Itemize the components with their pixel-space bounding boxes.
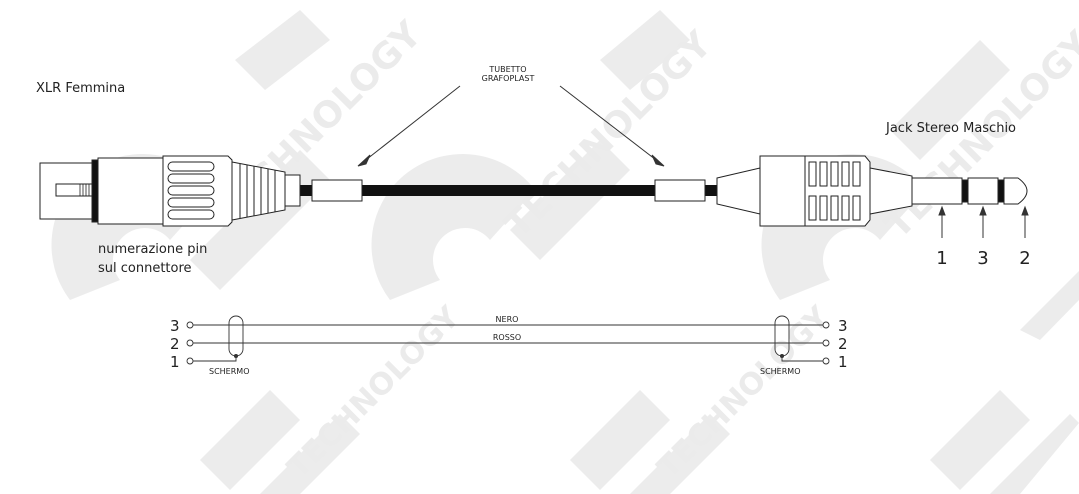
jack-sleeve [911,177,963,205]
jack-pin-label-1: 1 [936,248,947,269]
left-pin-label-1: 1 [170,353,180,371]
right-terminal-1 [822,357,830,365]
tube-label-line2: GRAFOPLAST [482,74,535,83]
right-pin-label-1: 1 [838,353,848,371]
tube-arrow-left-head [357,154,371,167]
marker-tube-right [654,179,706,202]
pin-note-line1: numerazione pin [98,242,207,257]
marker-tube-left [311,179,363,202]
left-terminal-2 [186,339,194,347]
jack-neck [869,167,913,215]
shield-label-right: SCHERMO [760,367,801,376]
xlr-ring [91,159,99,223]
cable-body [285,185,717,196]
jack-insulator-2 [997,179,1005,203]
jack-pin-label-2: 3 [977,248,988,269]
jack-insulator-1 [961,179,969,203]
left-pin-label-3: 3 [170,317,180,335]
jack-ring [967,177,999,205]
xlr-label: XLR Femmina [36,81,125,96]
right-terminal-3 [822,321,830,329]
tube-label-line1: TUBETTO [488,65,526,74]
right-terminal-2 [822,339,830,347]
wire-nero-label: NERO [496,315,519,324]
xlr-strain-relief [231,161,286,221]
xlr-boot-end [284,174,301,207]
tube-arrows [357,85,665,167]
shield-joint-right [779,353,785,359]
xlr-body [97,157,164,225]
xlr-connector [39,155,301,227]
watermark-logo-2: TECHNOLOGY [371,10,720,300]
jack-pin-arrows [938,205,1029,238]
watermark-logo-4: TECHNOLOGY [200,299,468,494]
jack-label: Jack Stereo Maschio [885,121,1016,136]
wire-rosso-label: ROSSO [493,333,521,342]
watermark-word-5: TECHNOLOGY [651,299,838,486]
jack-tip [1003,177,1028,205]
shield-capsule-left [228,315,244,357]
jack-pin-label-3: 2 [1019,248,1030,269]
right-pin-label-3: 3 [838,317,848,335]
tube-arrow-right-head [651,154,665,167]
left-terminal-3 [186,321,194,329]
watermark-logo-6 [930,271,1079,494]
left-pin-label-2: 2 [170,335,180,353]
shield-joint-left [233,353,239,359]
right-pin-label-2: 2 [838,335,848,353]
watermark-word-4: TECHNOLOGY [281,299,468,486]
watermark-logo-5: TECHNOLOGY [570,299,838,494]
left-terminal-1 [186,357,194,365]
shield-label-left: SCHERMO [209,367,250,376]
jack-body [759,155,806,227]
jack-connector [716,155,1028,227]
cable [285,179,717,202]
shield-wire-left [193,356,237,362]
wiring-schematic [186,315,830,365]
jack-strain-relief [716,167,761,215]
pin-note-line2: sul connettore [98,261,192,276]
